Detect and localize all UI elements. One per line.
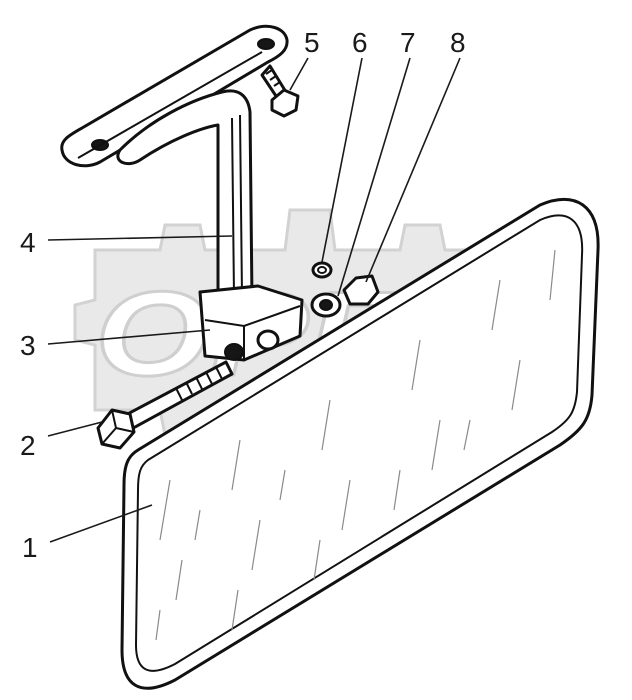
callout-4: 4 — [20, 227, 36, 258]
clamp-block — [198, 284, 304, 362]
callout-labels: 1 2 3 4 5 6 7 8 — [20, 27, 466, 563]
leader-4 — [47, 235, 233, 241]
leader-7 — [337, 57, 411, 297]
leader-lines — [47, 57, 461, 543]
callout-7: 7 — [400, 27, 416, 58]
leader-6 — [321, 57, 363, 263]
plate-screw-hole-right — [257, 38, 275, 50]
pivot-hardware — [310, 274, 380, 318]
mirror-glass — [155, 249, 556, 641]
clamp-bolt — [96, 360, 234, 450]
pivot-nut — [342, 274, 380, 306]
mirror-frame-outer — [120, 197, 600, 690]
leader-8 — [365, 57, 461, 283]
mirror — [120, 197, 600, 690]
callout-3: 3 — [20, 330, 36, 361]
callout-2: 2 — [20, 430, 36, 461]
mirror-frame-inner — [134, 214, 584, 672]
leader-3 — [47, 329, 211, 345]
callout-5: 5 — [304, 27, 320, 58]
mounting-plate — [60, 24, 289, 168]
callout-6: 6 — [352, 27, 368, 58]
leader-1 — [49, 504, 153, 543]
leader-5 — [289, 57, 309, 91]
washer — [311, 261, 333, 279]
callout-1: 1 — [22, 532, 38, 563]
mounting-screw — [260, 64, 300, 118]
callout-8: 8 — [450, 27, 466, 58]
clamp-bore — [224, 343, 244, 361]
leader-2 — [47, 421, 103, 437]
